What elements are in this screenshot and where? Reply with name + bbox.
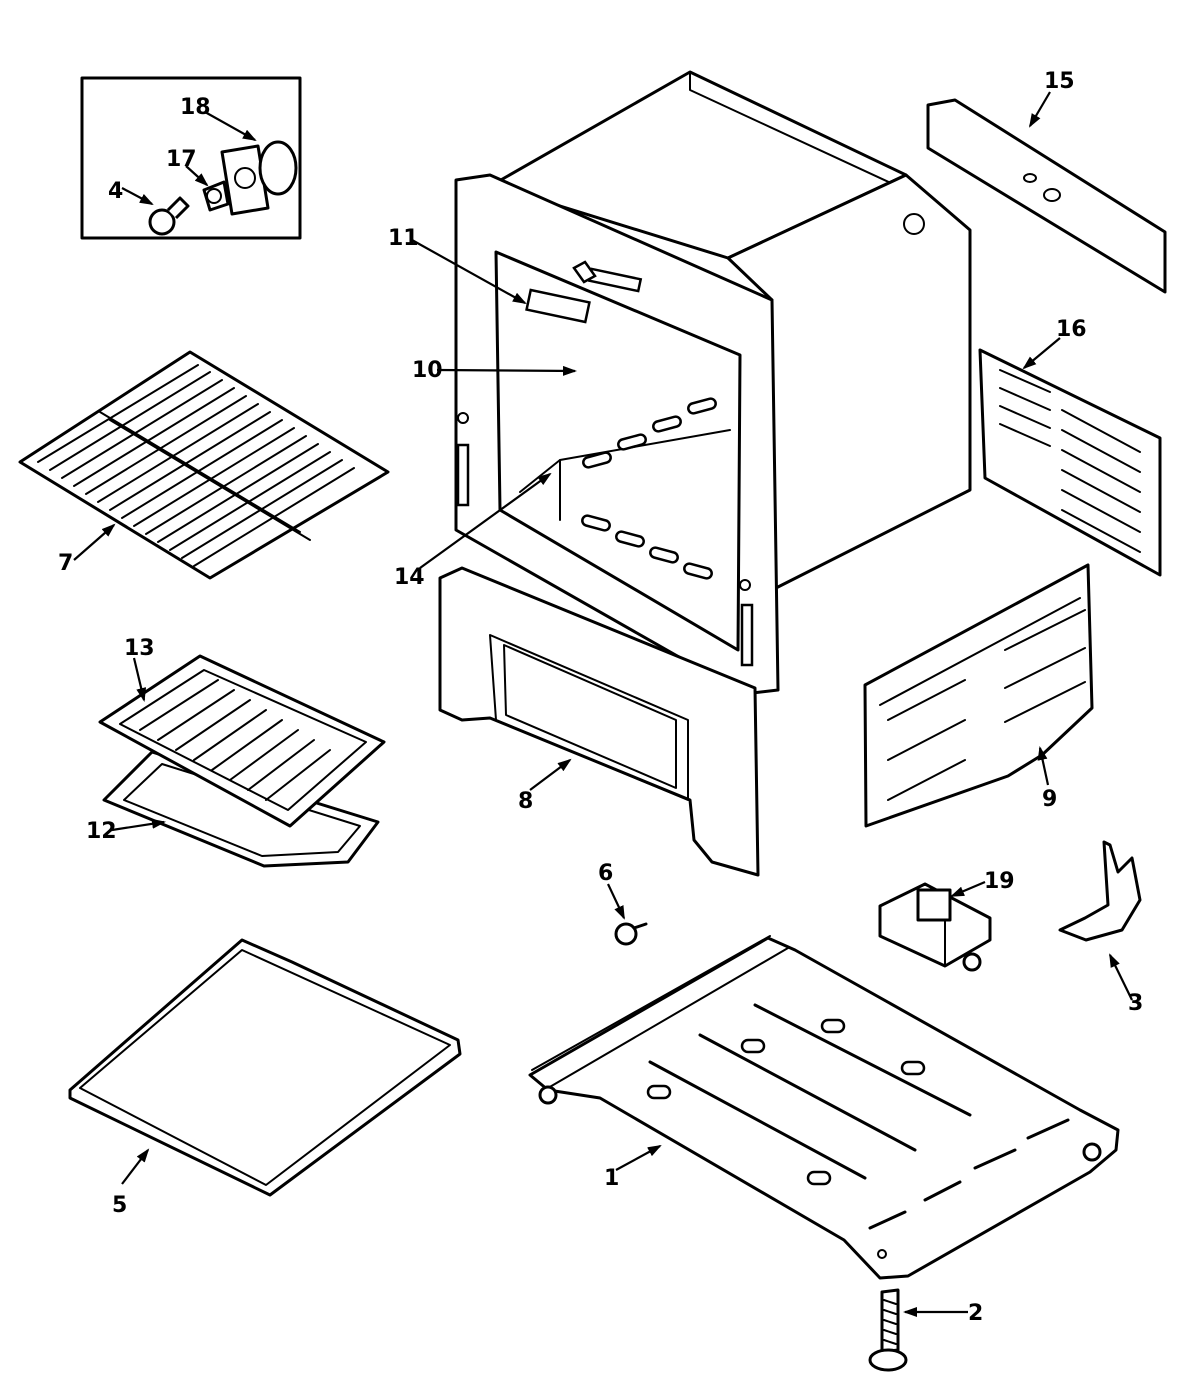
callout-17: 17 (166, 147, 197, 172)
callout-9: 9 (1042, 787, 1057, 812)
callout-13: 13 (124, 636, 155, 661)
callout-10: 10 (412, 358, 443, 383)
oven-front-frame-icon[interactable] (438, 566, 760, 877)
drawer-frame-base-icon[interactable] (528, 935, 1120, 1280)
lamp-socket-icon[interactable] (202, 180, 230, 212)
callout-2: 2 (968, 1301, 983, 1326)
broiler-drawer-icon[interactable] (68, 938, 462, 1197)
callout-4: 4 (108, 179, 123, 204)
oven-rack-icon[interactable] (18, 350, 390, 580)
callout-18: 18 (180, 95, 211, 120)
callout-1: 1 (604, 1166, 619, 1191)
callout-16: 16 (1056, 317, 1087, 342)
transformer-icon[interactable] (878, 882, 992, 972)
callout-11: 11 (388, 226, 419, 251)
screw-icon[interactable] (614, 922, 648, 946)
leader-lines (73, 91, 1133, 1317)
callout-12: 12 (86, 819, 117, 844)
oven-cavity-icon[interactable] (454, 70, 972, 696)
anti-tip-bracket-icon[interactable] (1058, 840, 1142, 942)
broiler-pan-icon[interactable] (102, 750, 380, 868)
callout-8: 8 (518, 789, 533, 814)
callout-5: 5 (112, 1193, 127, 1218)
callout-3: 3 (1128, 991, 1143, 1016)
leveling-leg-icon[interactable] (868, 1288, 908, 1372)
callout-7: 7 (58, 551, 73, 576)
broiler-pan-insert-icon[interactable] (98, 654, 386, 828)
lamp-receptacle-icon[interactable] (220, 140, 298, 216)
callout-19: 19 (984, 869, 1015, 894)
part-labels: 18 17 4 11 10 14 15 16 7 13 12 8 9 6 19 … (58, 69, 1143, 1326)
side-panel-icon[interactable] (863, 563, 1094, 828)
light-assembly-inset (80, 76, 302, 240)
side-panel-right-icon[interactable] (978, 348, 1162, 577)
callout-14: 14 (394, 565, 425, 590)
callout-15: 15 (1044, 69, 1075, 94)
rear-panel-icon[interactable] (926, 98, 1167, 294)
callout-6: 6 (598, 861, 613, 886)
oven-light-bulb-icon[interactable] (148, 196, 190, 236)
